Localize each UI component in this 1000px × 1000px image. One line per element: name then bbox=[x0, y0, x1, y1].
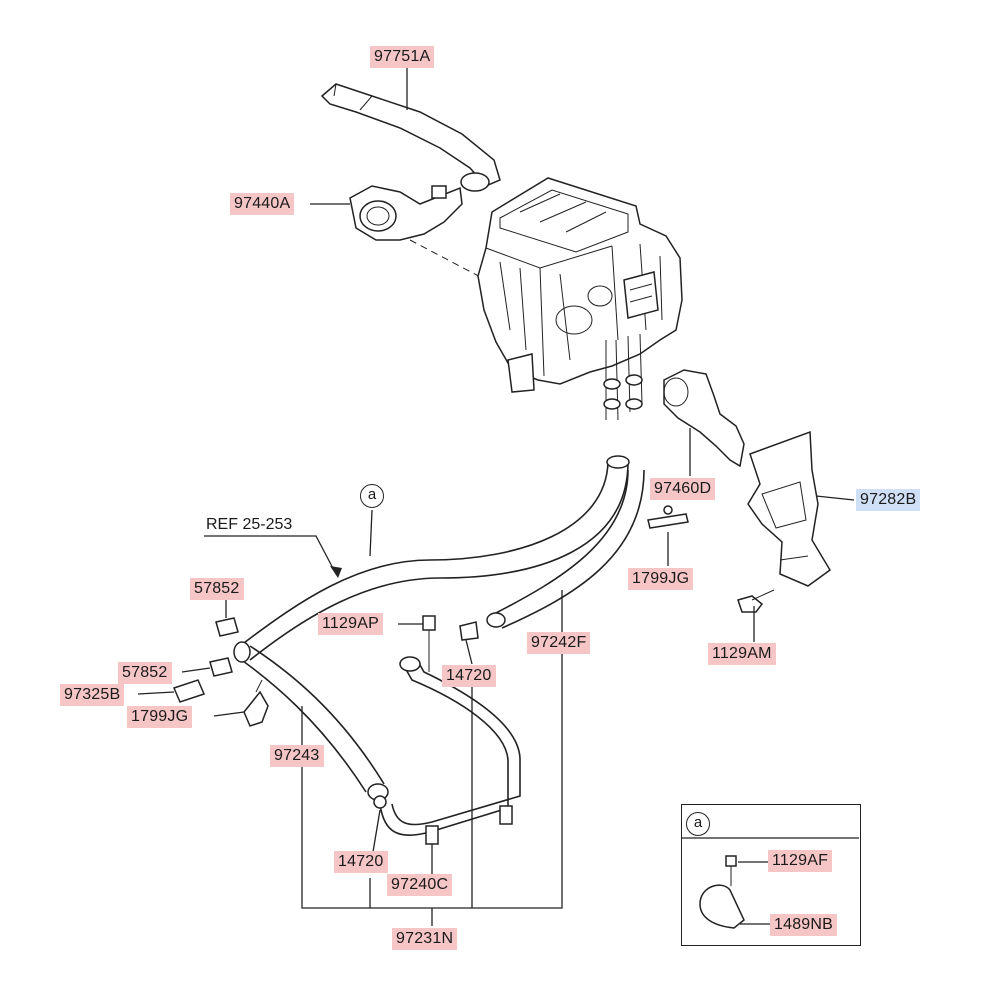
clip-upper bbox=[647, 505, 689, 529]
label-97460d[interactable]: 97460D bbox=[650, 478, 716, 500]
label-1799jg-upper[interactable]: 1799JG bbox=[628, 568, 694, 590]
pipe bbox=[379, 656, 521, 845]
cover-panel bbox=[747, 430, 831, 587]
joint-97325b bbox=[172, 679, 206, 703]
clip-lower bbox=[243, 679, 269, 727]
hose-long bbox=[239, 455, 630, 661]
left-duct bbox=[349, 185, 463, 241]
clamp-14720-mid bbox=[459, 621, 479, 641]
label-97440a[interactable]: 97440A bbox=[230, 193, 295, 215]
reference-arrowhead bbox=[330, 566, 342, 578]
reference-text: REF 25-253 bbox=[206, 516, 293, 533]
detail-box-parts bbox=[681, 837, 859, 929]
hose-right bbox=[486, 469, 645, 629]
upper-duct-hose bbox=[320, 83, 501, 192]
heater-unit bbox=[477, 177, 683, 421]
hose-front bbox=[233, 641, 389, 801]
label-97231n[interactable]: 97231N bbox=[392, 928, 458, 950]
label-97242f[interactable]: 97242F bbox=[527, 632, 591, 654]
label-97243[interactable]: 97243 bbox=[270, 745, 324, 767]
label-57852-upper[interactable]: 57852 bbox=[190, 578, 244, 600]
label-97282b[interactable]: 97282B bbox=[856, 489, 921, 511]
label-57852-lower[interactable]: 57852 bbox=[118, 662, 172, 684]
duct-dashed-guide bbox=[409, 239, 491, 283]
label-97240c[interactable]: 97240C bbox=[387, 874, 453, 896]
label-97325b[interactable]: 97325B bbox=[60, 684, 125, 706]
bolt-1129am bbox=[737, 589, 775, 613]
label-97751a[interactable]: 97751A bbox=[370, 46, 435, 68]
label-1129am[interactable]: 1129AM bbox=[708, 643, 776, 665]
label-1799jg-lower[interactable]: 1799JG bbox=[127, 706, 193, 728]
bolt-1129ap bbox=[422, 615, 436, 672]
label-1129af[interactable]: 1129AF bbox=[768, 850, 833, 872]
label-1489nb[interactable]: 1489NB bbox=[770, 914, 838, 936]
label-1129ap[interactable]: 1129AP bbox=[318, 613, 383, 635]
clamp-57852-upper bbox=[215, 617, 239, 637]
right-duct bbox=[663, 369, 745, 468]
detail-marker: a bbox=[360, 484, 384, 508]
label-14720-mid[interactable]: 14720 bbox=[442, 665, 496, 687]
detail-box bbox=[681, 804, 861, 946]
detail-box-marker: a bbox=[686, 812, 710, 836]
clamp-57852-lower bbox=[209, 657, 233, 677]
clamp-14720-bottom bbox=[373, 795, 387, 809]
label-14720-bottom[interactable]: 14720 bbox=[334, 851, 388, 873]
